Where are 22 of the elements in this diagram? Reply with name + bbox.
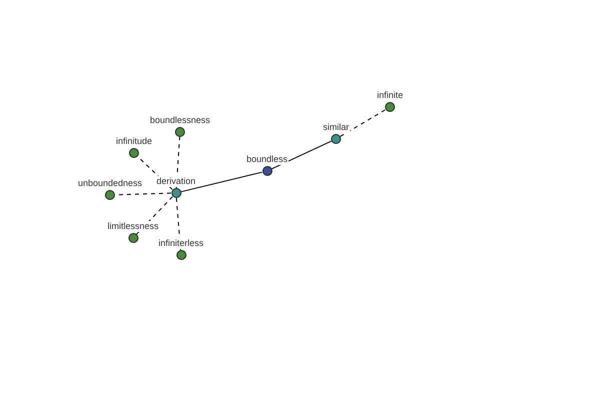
graph-node [114, 136, 154, 158]
dashed-line [136, 196, 174, 235]
node-label: infinitude [114, 136, 154, 147]
node-label: limitlessness [106, 221, 160, 232]
node-label: infinite [376, 90, 404, 101]
graph-node [157, 238, 205, 260]
node-label: infiniterless [157, 238, 205, 249]
graph-node [322, 122, 350, 144]
node-label: boundlessness [148, 115, 212, 126]
node-label: boundless [245, 154, 289, 165]
dashed-line [340, 109, 386, 137]
node-label: unboundedness [76, 178, 144, 189]
graph-node [106, 221, 160, 243]
node-label: similar [322, 122, 350, 133]
graph-node [148, 115, 212, 137]
graph-node [376, 90, 404, 112]
graph-node [245, 154, 289, 176]
node-label: derivation [155, 176, 197, 187]
connector-line [271, 140, 332, 170]
connector-line [180, 172, 263, 192]
graph-node [155, 176, 197, 198]
graph-node [76, 178, 144, 200]
